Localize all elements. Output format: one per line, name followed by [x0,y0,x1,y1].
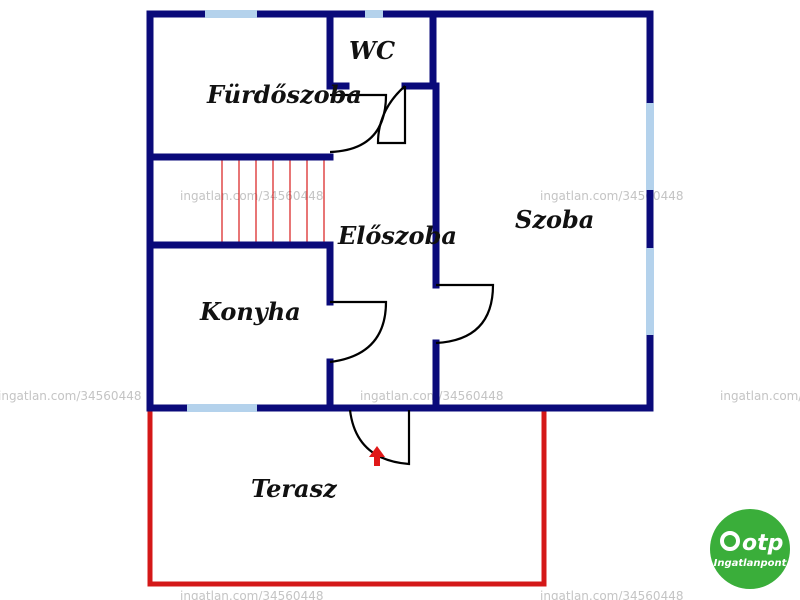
watermark-4: ingatlan.com/34560448 [360,389,503,403]
room-label-living: Szoba [515,205,594,234]
door-bathroom [329,93,388,154]
terrace-outline [147,408,547,587]
watermarks: ingatlan.com/34560448 ingatlan.com/34560… [0,189,800,600]
windows [187,10,654,412]
watermark-1: ingatlan.com/34560448 [180,189,323,203]
room-label-hall: Előszoba [337,221,457,250]
room-label-terrace: Terasz [251,474,338,503]
door-living [435,283,495,345]
door-entrance [348,409,411,466]
room-label-kitchen: Konyha [199,297,301,326]
watermark-2: ingatlan.com/34560448 [540,189,683,203]
watermark-7: ingatlan.com/34560448 [540,589,683,600]
window-bathroom [205,10,257,18]
doors [329,85,495,466]
door-kitchen [329,300,388,364]
watermark-6: ingatlan.com/34560448 [180,589,323,600]
window-wc [365,10,383,18]
staircase [221,160,325,244]
logo-subtitle: Ingatlanpont [714,558,788,569]
room-label-bathroom: Fürdőszoba [206,80,362,109]
entrance-arrow-icon [369,446,385,466]
otp-logo-icon [720,531,740,551]
otp-logo: otp Ingatlanpont [710,509,790,589]
watermark-5: ingatlan.com/34560448 [720,389,800,403]
window-living-lower [646,248,654,335]
window-kitchen [187,404,257,412]
door-wc [376,85,407,145]
room-label-wc: WC [349,36,395,65]
window-living-upper [646,103,654,190]
watermark-3: ingatlan.com/34560448 [0,389,141,403]
logo-brand: otp [742,531,783,556]
